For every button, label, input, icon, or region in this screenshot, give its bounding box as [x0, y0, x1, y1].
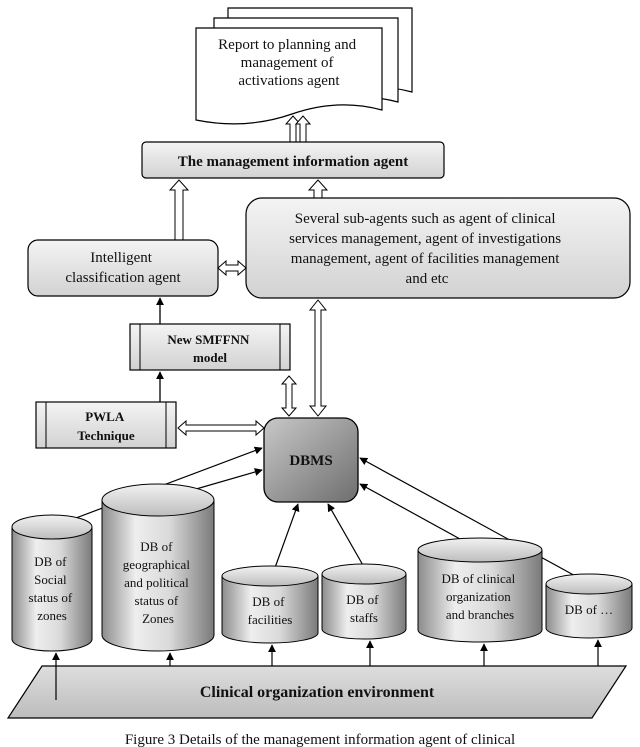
arrow-classification-subagents — [217, 259, 247, 277]
arrow-subagents-to-management — [307, 179, 329, 199]
db-staffs-label: DB of staffs — [346, 592, 381, 625]
clinical-environment: Clinical organization environment — [6, 665, 628, 719]
environment-arrows — [52, 639, 602, 700]
arrow-smffnn-dbms — [280, 375, 298, 417]
sub-agents-label: Several sub-agents such as agent of clin… — [289, 211, 565, 287]
arrow-classification-to-management — [168, 179, 190, 241]
db-facilities: DB of facilities — [221, 565, 319, 644]
arrow-pwla-dbms — [177, 419, 265, 437]
db-staffs: DB of staffs — [321, 563, 407, 640]
db-etc-label: DB of … — [565, 602, 613, 617]
arrow-subagents-dbms — [308, 299, 328, 417]
db-social-status: DB of Social status of zones — [11, 514, 93, 652]
smffnn-label: New SMFFNN model — [167, 332, 252, 365]
dbms-label: DBMS — [289, 453, 332, 469]
db-social-label: DB of Social status of zones — [29, 554, 76, 623]
report-document: Report to planning and management of act… — [195, 7, 413, 125]
environment-label: Clinical organization environment — [200, 684, 435, 701]
db-geographical-label: DB of geographical and political status … — [123, 539, 193, 626]
arrow-management-to-report — [284, 115, 312, 143]
pwla-label: PWLA Technique — [77, 409, 135, 443]
figure-caption: Figure 3 Details of the management infor… — [125, 732, 515, 747]
classification-agent-label: Intelligent classification agent — [65, 250, 181, 286]
db-facilities-label: DB of facilities — [248, 594, 293, 627]
db-geographical-political: DB of geographical and political status … — [101, 483, 215, 652]
report-label: Report to planning and management of act… — [218, 37, 360, 89]
db-clinical-organization: DB of clinical organization and branches — [417, 537, 543, 643]
classification-agent-box: Intelligent classification agent — [27, 239, 219, 297]
pwla-technique-box: PWLA Technique — [35, 401, 177, 449]
db-clinical-label: DB of clinical organization and branches — [442, 571, 519, 622]
sub-agents-box: Several sub-agents such as agent of clin… — [245, 197, 631, 299]
smffnn-model-box: New SMFFNN model — [129, 323, 291, 371]
db-etc: DB of … — [545, 573, 633, 639]
management-information-agent: The management information agent — [141, 141, 445, 179]
dbms-box: DBMS — [263, 417, 359, 503]
management-agent-label: The management information agent — [178, 154, 408, 170]
